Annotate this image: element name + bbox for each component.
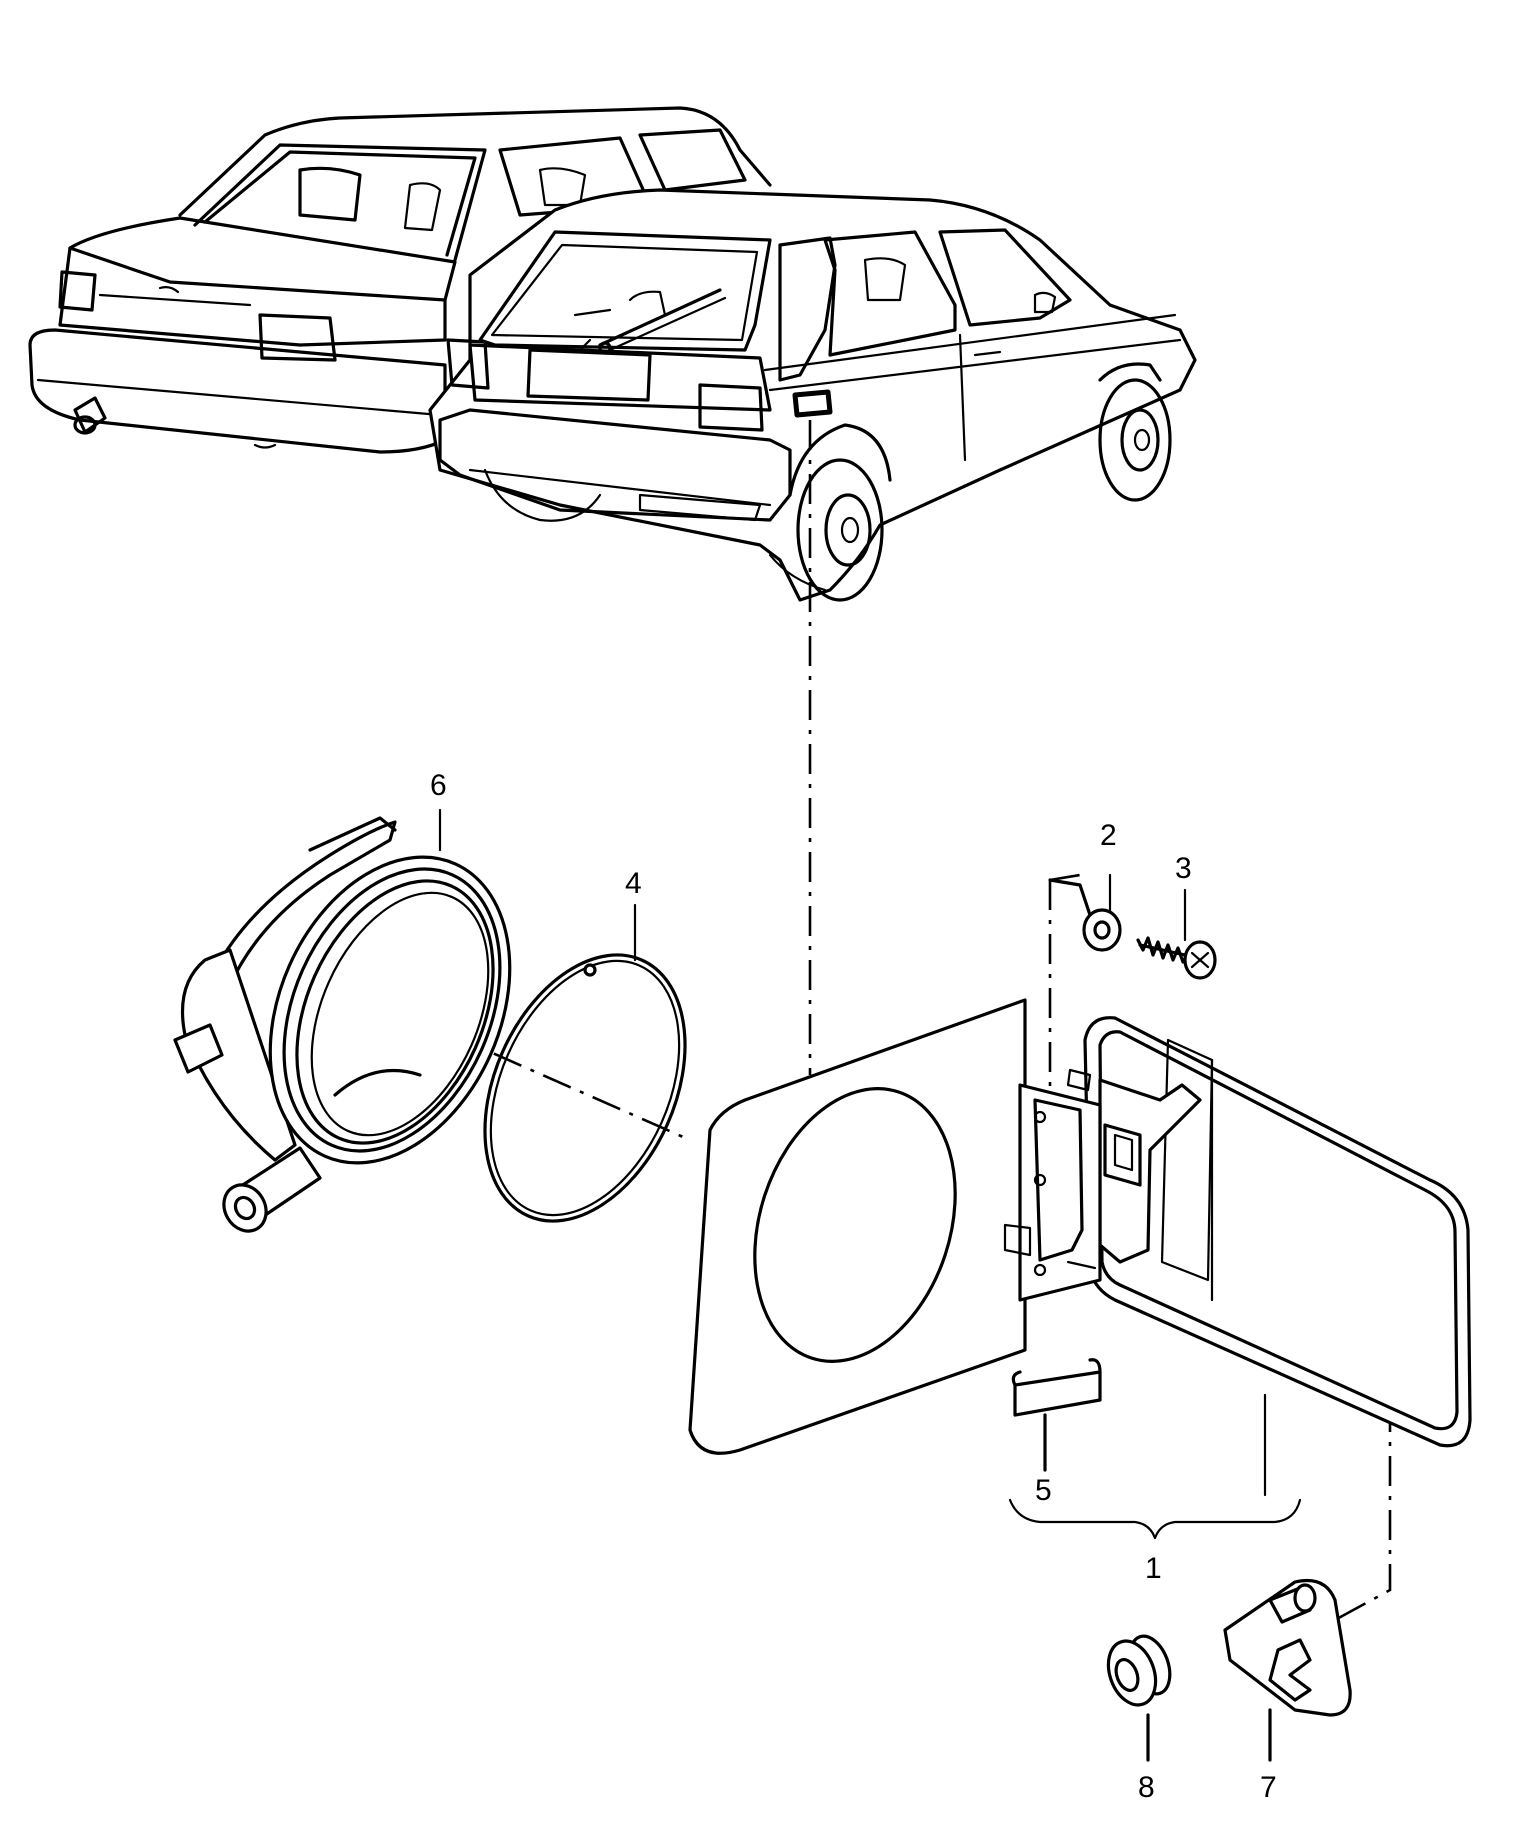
part-5-spring-clip [1011, 1358, 1102, 1472]
callout-1: 1 [1145, 1552, 1162, 1585]
callout-6: 6 [430, 769, 447, 802]
assembly-centerlines [394, 420, 1392, 1622]
callout-labels: 6 4 2 3 5 1 8 7 [430, 769, 1277, 1804]
part-3-screw [1136, 936, 1217, 980]
callout-leaders [438, 808, 1302, 1540]
hatchback-car-illustration [428, 188, 1197, 602]
part-6-filler-housing [173, 816, 512, 1233]
callout-2: 2 [1100, 819, 1117, 852]
part-1-fuel-flap [1003, 1016, 1472, 1448]
callout-8: 8 [1138, 1771, 1155, 1804]
mounting-plate [688, 998, 1027, 1455]
callout-7: 7 [1260, 1771, 1277, 1804]
part-7-lock-housing [1223, 1578, 1352, 1762]
callout-3: 3 [1175, 852, 1192, 885]
callout-5: 5 [1035, 1474, 1052, 1507]
part-2-washer [1048, 878, 1122, 952]
part-4-ring-seal [483, 953, 687, 1223]
callout-4: 4 [625, 867, 642, 900]
part-8-rubber-buffer [1106, 1634, 1172, 1762]
